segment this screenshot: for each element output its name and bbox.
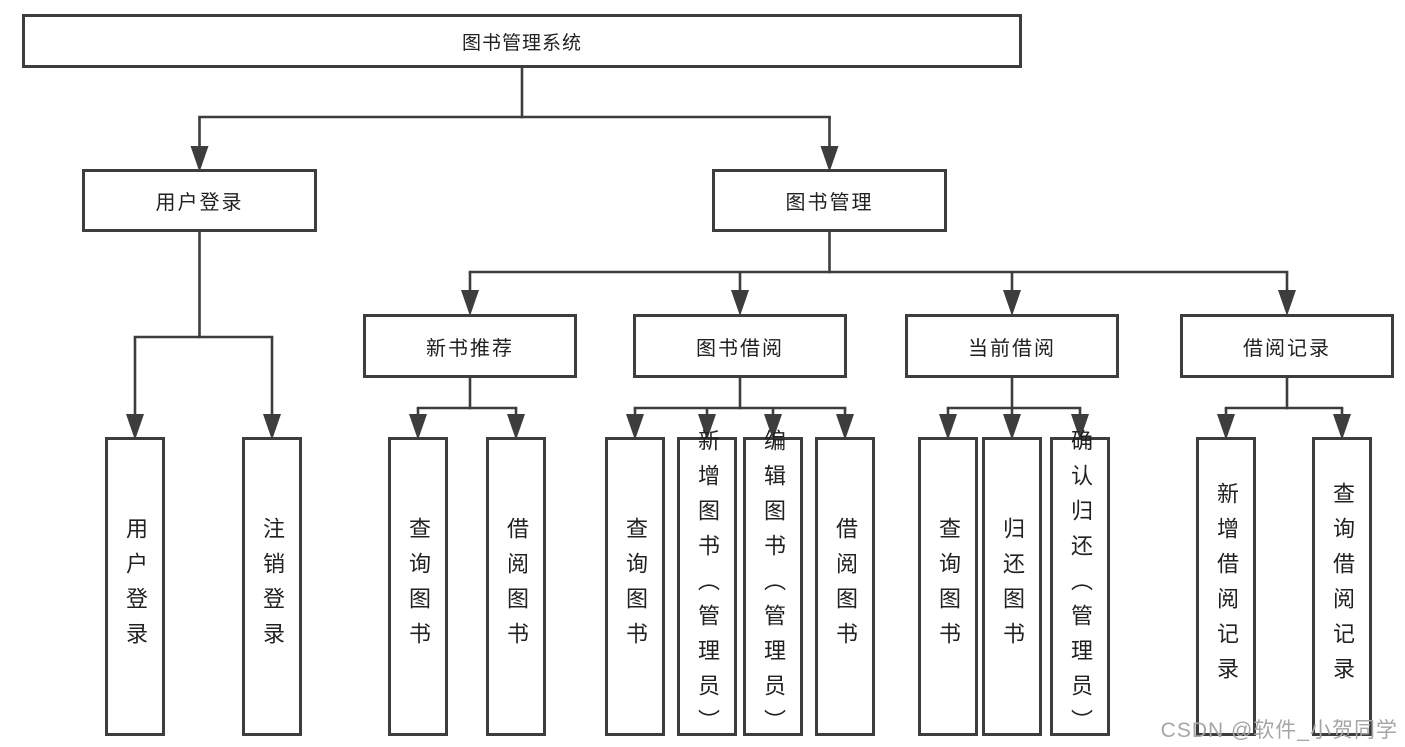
leaf-query-borrow-record: 查询借阅记录 bbox=[1312, 437, 1372, 736]
leaf-confirm-return-admin: 确认归还（管理员） bbox=[1050, 429, 1110, 744]
node-label: 当前借阅 bbox=[968, 337, 1056, 360]
leaf-user-login: 用户登录 bbox=[105, 437, 165, 736]
node-label: 查询借阅记录 bbox=[1330, 481, 1355, 692]
node-label: 新书推荐 bbox=[426, 337, 514, 360]
node-label: 借阅记录 bbox=[1243, 337, 1331, 360]
node-user-login: 用户登录 bbox=[82, 169, 317, 232]
edge-borrow-records-children bbox=[1217, 378, 1351, 440]
node-label: 图书管理系统 bbox=[461, 32, 582, 54]
node-current-borrowing: 当前借阅 bbox=[905, 314, 1119, 378]
node-label: 归还图书 bbox=[1000, 516, 1025, 657]
leaf-add-books-admin: 新增图书（管理员） bbox=[677, 429, 737, 744]
node-label: 借阅图书 bbox=[833, 516, 858, 657]
node-library-management-system: 图书管理系统 bbox=[22, 14, 1022, 68]
node-label: 编辑图书（管理员） bbox=[761, 429, 786, 744]
node-label: 新增借阅记录 bbox=[1214, 481, 1239, 692]
edge-root-to-level2 bbox=[190, 68, 839, 172]
edge-current-borrowing-children bbox=[939, 378, 1089, 440]
node-label: 用户登录 bbox=[123, 516, 148, 657]
node-label: 用户登录 bbox=[155, 192, 244, 214]
node-label: 新增图书（管理员） bbox=[695, 429, 720, 744]
node-label: 图书管理 bbox=[785, 192, 874, 214]
node-label: 查询图书 bbox=[623, 516, 648, 657]
edge-book-mgmt-to-level3 bbox=[461, 232, 1296, 316]
node-label: 借阅图书 bbox=[504, 516, 529, 657]
leaf-borrow-books-2: 借阅图书 bbox=[815, 437, 875, 736]
leaf-add-borrow-record: 新增借阅记录 bbox=[1196, 437, 1256, 736]
node-label: 查询图书 bbox=[406, 516, 431, 657]
node-book-management: 图书管理 bbox=[712, 169, 947, 232]
leaf-return-books: 归还图书 bbox=[982, 437, 1042, 736]
leaf-edit-books-admin: 编辑图书（管理员） bbox=[743, 429, 803, 744]
node-new-book-recommend: 新书推荐 bbox=[363, 314, 577, 378]
node-label: 注销登录 bbox=[260, 516, 285, 657]
leaf-logout: 注销登录 bbox=[242, 437, 302, 736]
node-book-borrowing: 图书借阅 bbox=[633, 314, 847, 378]
edge-new-book-rec-children bbox=[409, 378, 525, 440]
node-borrowing-records: 借阅记录 bbox=[1180, 314, 1394, 378]
csdn-watermark: CSDN @软件_小贺同学 bbox=[1160, 719, 1398, 742]
edge-book-borrowing-children bbox=[626, 378, 854, 440]
leaf-query-books-3: 查询图书 bbox=[918, 437, 978, 736]
node-label: 确认归还（管理员） bbox=[1068, 429, 1093, 744]
node-label: 图书借阅 bbox=[696, 337, 784, 360]
node-label: 查询图书 bbox=[936, 516, 961, 657]
leaf-query-books-1: 查询图书 bbox=[388, 437, 448, 736]
leaf-query-books-2: 查询图书 bbox=[605, 437, 665, 736]
leaf-borrow-books-1: 借阅图书 bbox=[486, 437, 546, 736]
edge-user-login-children bbox=[126, 232, 281, 440]
